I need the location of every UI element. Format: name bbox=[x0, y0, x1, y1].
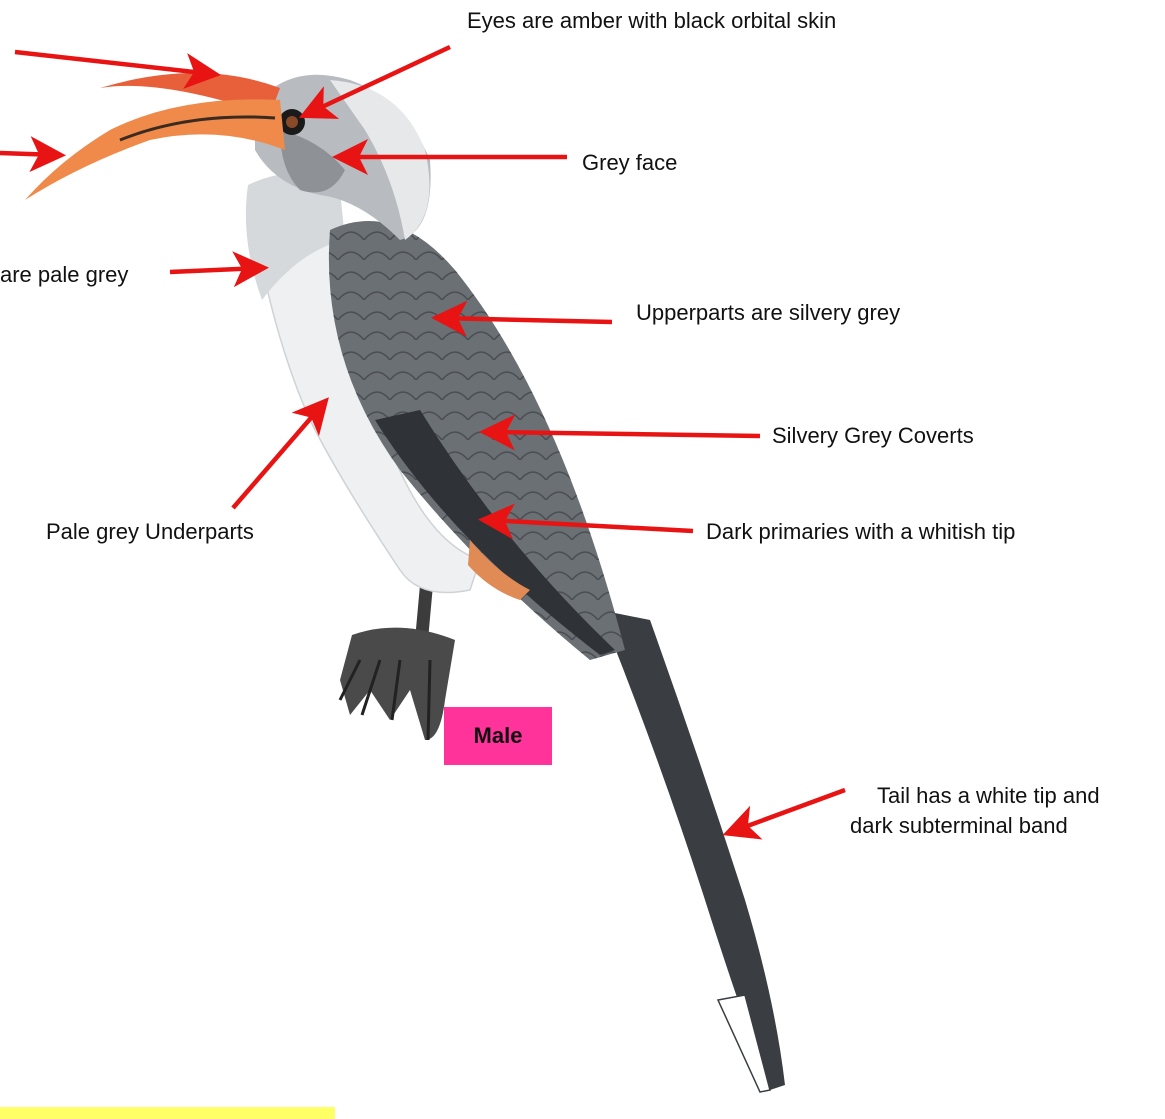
arrow-underparts bbox=[233, 404, 323, 508]
label-neck: are pale grey bbox=[0, 263, 128, 287]
tail bbox=[600, 610, 785, 1090]
label-tail-line1: Tail has a white tip and bbox=[877, 784, 1100, 808]
label-primaries: Dark primaries with a whitish tip bbox=[706, 520, 1015, 544]
bill bbox=[25, 99, 285, 200]
label-eyes: Eyes are amber with black orbital skin bbox=[467, 9, 836, 33]
yellow-highlight bbox=[0, 1107, 335, 1119]
eye-iris bbox=[286, 116, 298, 128]
label-tail-line2: dark subterminal band bbox=[850, 814, 1068, 838]
label-face: Grey face bbox=[582, 151, 677, 175]
arrow-casque bbox=[15, 52, 212, 74]
label-upperparts: Upperparts are silvery grey bbox=[636, 301, 900, 325]
sex-badge: Male bbox=[444, 707, 552, 765]
label-underparts: Pale grey Underparts bbox=[46, 520, 254, 544]
sex-badge-text: Male bbox=[474, 723, 523, 749]
arrow-neck bbox=[170, 268, 260, 272]
arrow-bill bbox=[0, 153, 57, 155]
arrow-tail bbox=[731, 790, 845, 832]
label-coverts: Silvery Grey Coverts bbox=[772, 424, 974, 448]
